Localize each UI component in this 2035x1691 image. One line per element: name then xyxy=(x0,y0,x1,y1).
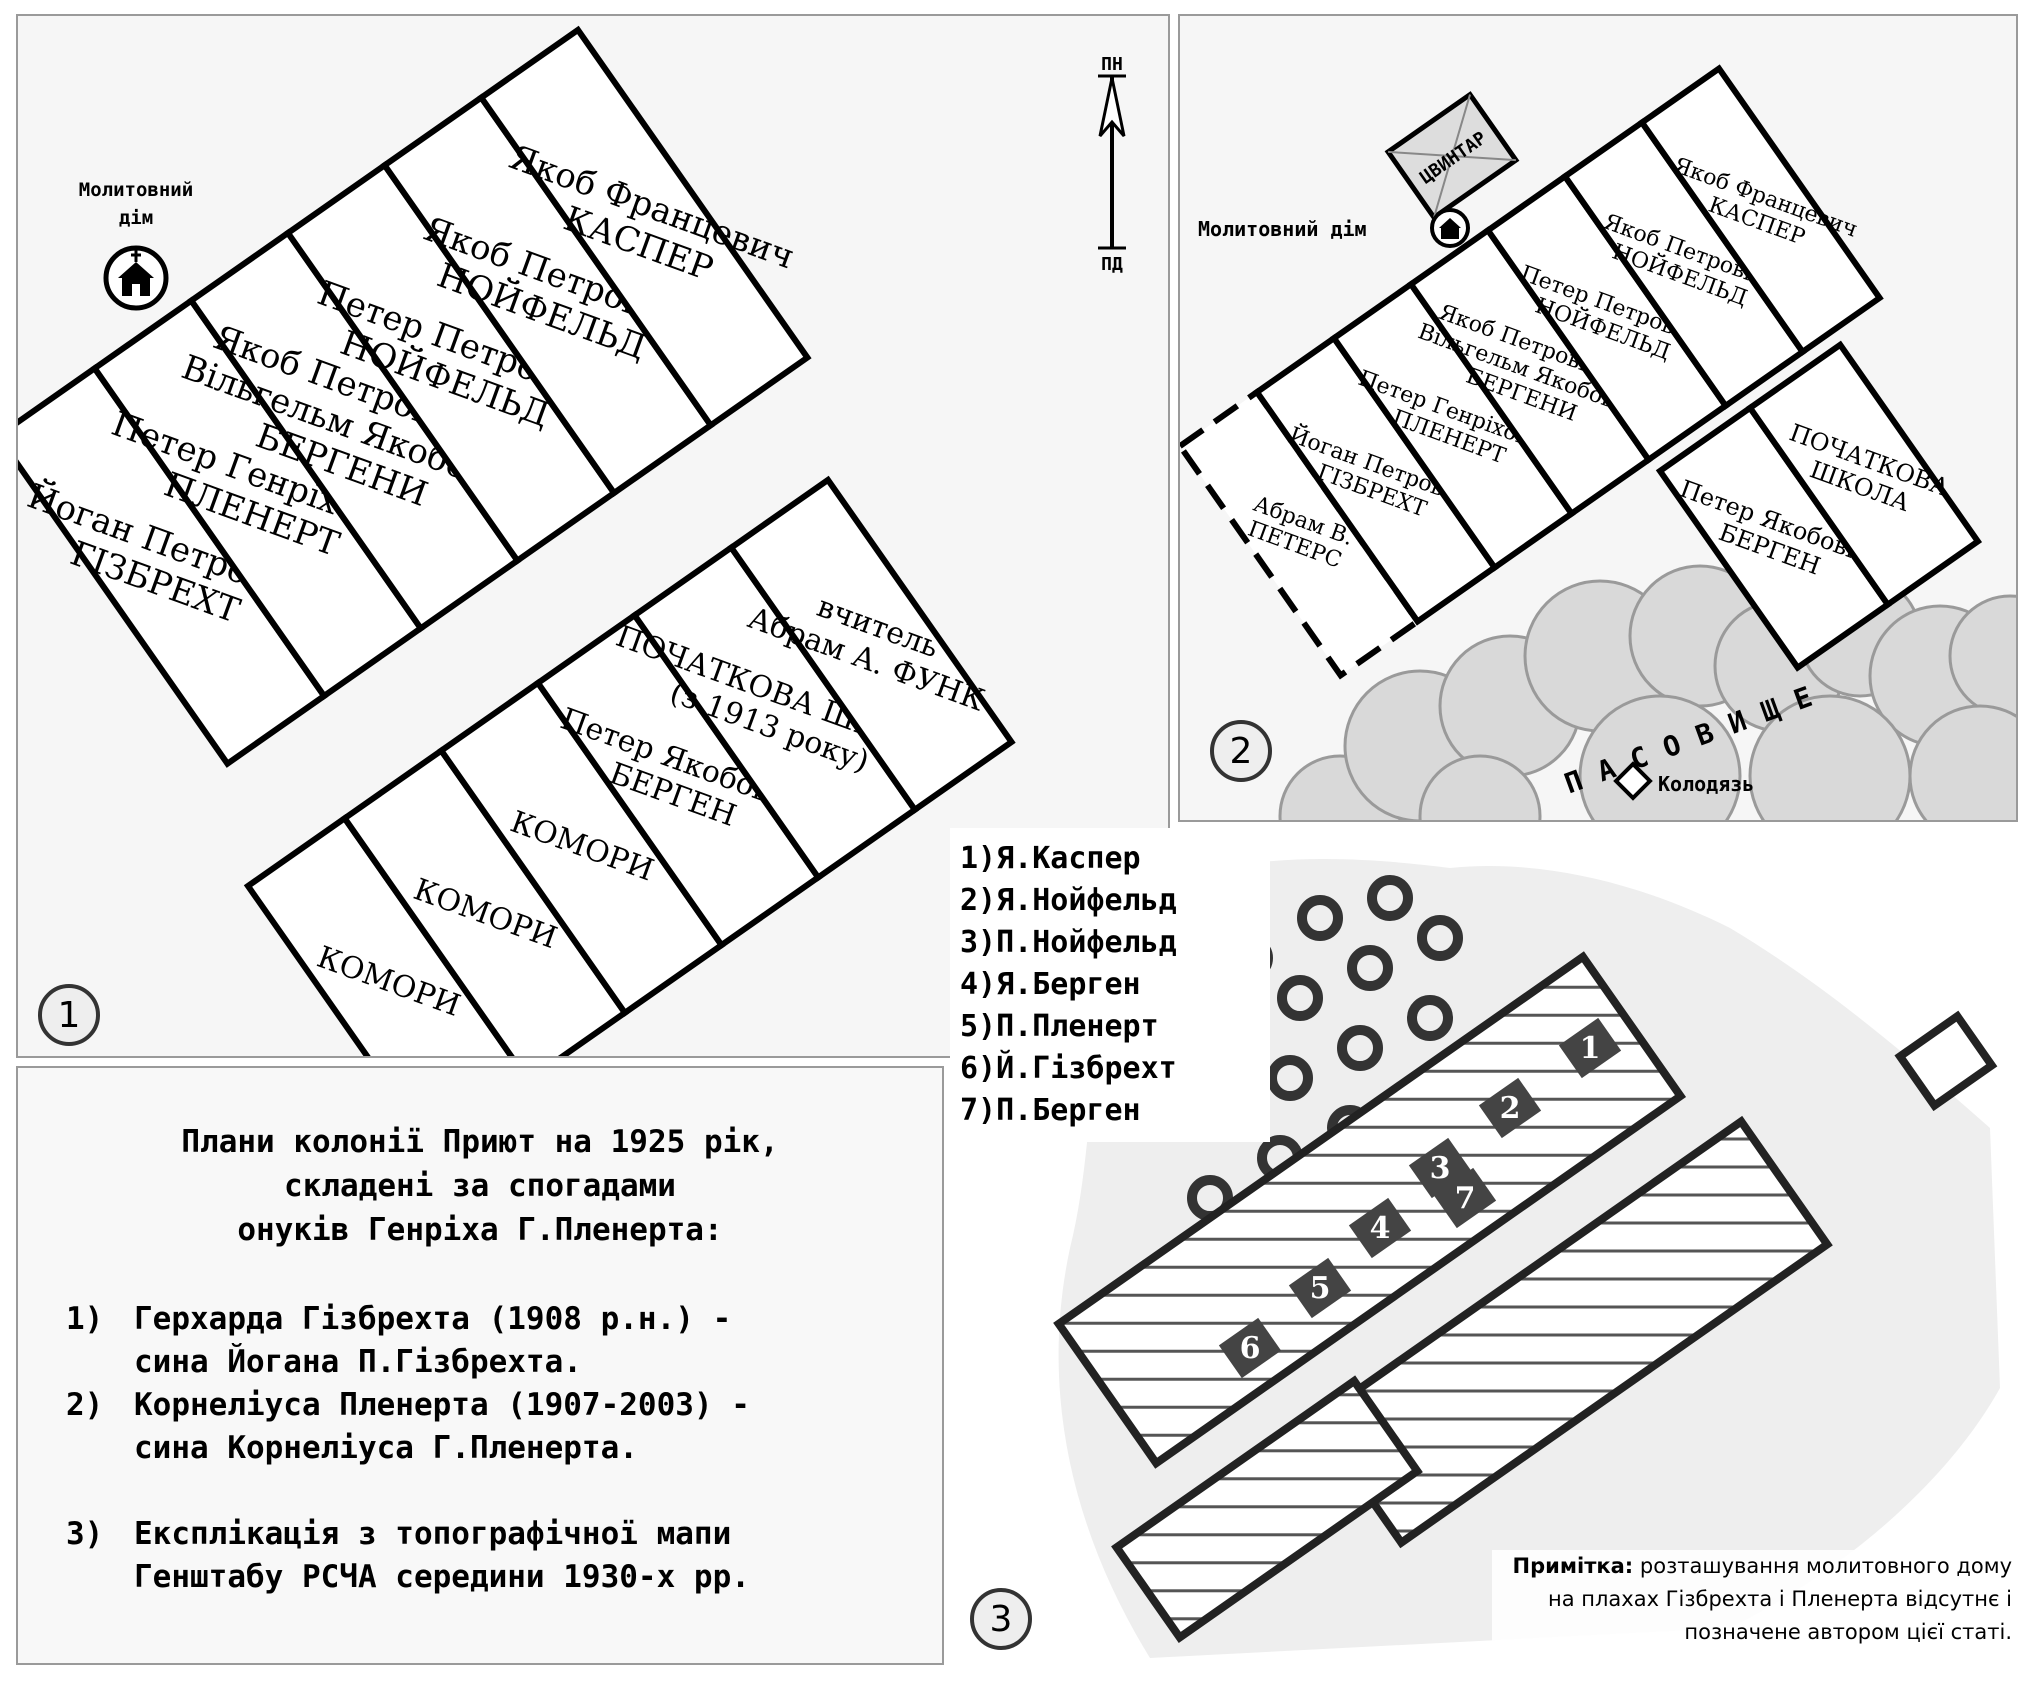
prayer-house-label-1: Молитовний xyxy=(79,179,193,201)
legend-item-7: 7)П.Берген xyxy=(960,1093,1141,1128)
plan-1-marker: 1 xyxy=(38,984,100,1046)
orchard-tree-icon xyxy=(1347,945,1393,991)
orchard-tree-icon xyxy=(1277,975,1323,1021)
house-number-4: 4 xyxy=(1370,1211,1391,1246)
south-label: ПД xyxy=(1101,254,1123,275)
house-marker-7: 7 xyxy=(1433,1167,1497,1229)
caption-title-line-3: онуків Генріха Г.Пленерта: xyxy=(237,1212,723,1248)
house-number-3: 3 xyxy=(1430,1151,1451,1186)
note-text: розташування молитовного дому на плахах … xyxy=(1547,1554,2012,1644)
source-item-1: 1) Герхарда Гізбрехта (1908 р.н.) -сина … xyxy=(66,1301,732,1380)
plan1-south-lot-3: КОМОРИ xyxy=(437,678,726,1017)
north-label: ПН xyxy=(1101,54,1123,75)
orchard-tree-icon xyxy=(1367,875,1413,921)
orchard-tree-icon xyxy=(1337,1025,1383,1071)
orchard-tree-icon xyxy=(1267,1055,1313,1101)
orchard-tree-icon xyxy=(1297,895,1343,941)
legend-item-3: 3)П.Нойфельд xyxy=(960,925,1177,960)
north-row-strip xyxy=(1053,951,1687,1469)
legend-item-1: 1)Я.Каспер xyxy=(960,841,1141,876)
caption-source-list: 1) Герхарда Гізбрехта (1908 р.н.) -сина … xyxy=(66,1298,750,1599)
south-west-block xyxy=(1111,1375,1423,1644)
prayer-house-label-2: дім xyxy=(119,207,153,229)
house-marker-5: 5 xyxy=(1288,1257,1352,1319)
house-number-7: 7 xyxy=(1455,1181,1476,1216)
church-icon xyxy=(103,245,169,311)
prayer-house-label: Молитовний дім xyxy=(1198,217,1367,241)
legend-item-6: 6)Й.Гізбрехт xyxy=(960,1051,1177,1086)
caption-title: Плани колонії Приют на 1925 рік, складен… xyxy=(18,1120,942,1252)
caption-title-line-2: складені за спогадами xyxy=(284,1168,676,1204)
house-marker-4: 4 xyxy=(1348,1197,1412,1259)
house-marker-1: 1 xyxy=(1558,1017,1622,1079)
plan-2-map: ПАСОВИЩЕ Колодязь ЦВИНТАР Молитовний дім… xyxy=(1180,64,2016,820)
plan-2-panel: ПАСОВИЩЕ Колодязь ЦВИНТАР Молитовний дім… xyxy=(1178,14,2018,822)
plan-3-panel: 1 2 3 4 5 6 7 1)Я.Каспер 2)Я.Нойфельд 3)П.Нойф… xyxy=(950,828,2018,1665)
plan-1-map: ПН ПД Молитовний дім Йоган ПетровичГІЗБР… xyxy=(18,25,1126,1056)
house-marker-6: 6 xyxy=(1218,1317,1282,1379)
house-number-6: 6 xyxy=(1240,1331,1261,1366)
plan-3-marker: 3 xyxy=(970,1588,1032,1650)
plan2-north-lot-1: Абрам В.ПЕТЕРС xyxy=(1180,387,1422,680)
caption-panel: Плани колонії Приют на 1925 рік, складен… xyxy=(16,1066,944,1665)
small-building xyxy=(1894,1010,1998,1112)
house-marker-3: 3 xyxy=(1408,1137,1472,1199)
house-marker-2: 2 xyxy=(1478,1077,1542,1139)
north-arrow-icon: ПН ПД xyxy=(1098,54,1126,275)
caption-title-line-1: Плани колонії Приют на 1925 рік, xyxy=(181,1124,779,1160)
plan-3-note: Примітка: розташування молитовного дому … xyxy=(1492,1550,2012,1649)
orchard-tree-icon xyxy=(1407,995,1453,1041)
plan-2-marker: 2 xyxy=(1210,720,1272,782)
note-label: Примітка: xyxy=(1512,1554,1634,1578)
legend-item-4: 4)Я.Берген xyxy=(960,967,1141,1002)
plan-3-legend: 1)Я.Каспер 2)Я.Нойфельд 3)П.Нойфельд 4)Я… xyxy=(950,828,1270,1142)
source-item-2: 2) Корнеліуса Пленерта (1907-2003) -сина… xyxy=(66,1387,750,1466)
house-number-2: 2 xyxy=(1500,1091,1521,1126)
legend-item-2: 2)Я.Нойфельд xyxy=(960,883,1177,918)
house-number-1: 1 xyxy=(1580,1031,1601,1066)
legend-item-5: 5)П.Пленерт xyxy=(960,1009,1159,1044)
house-number-5: 5 xyxy=(1310,1271,1331,1306)
well-label: Колодязь xyxy=(1658,772,1754,796)
orchard-tree-icon xyxy=(1417,915,1463,961)
well-icon xyxy=(1613,761,1653,801)
church-icon xyxy=(1430,208,1470,248)
plan-3-topographic-map: 1 2 3 4 5 6 7 xyxy=(1053,859,2000,1658)
cemetery: ЦВИНТАР xyxy=(1384,91,1520,221)
